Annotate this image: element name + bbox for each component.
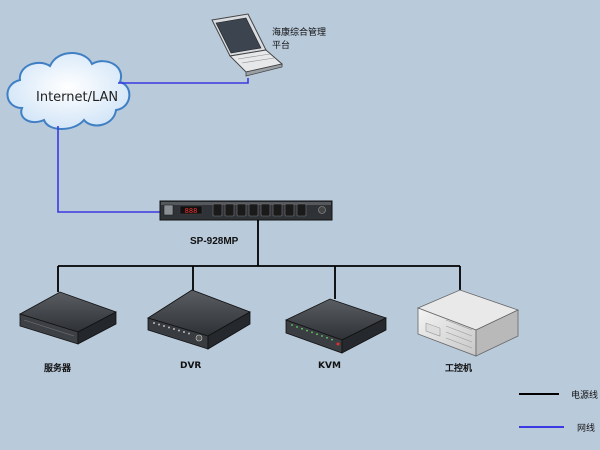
laptop-label: 海康综合管理平台 — [272, 28, 327, 51]
cloud-to-laptop-cable — [118, 78, 249, 84]
cloud-to-pdu-cable — [57, 126, 166, 213]
server-icon — [18, 291, 117, 345]
dvr-label: DVR — [180, 361, 202, 371]
pdu-network-port — [163, 204, 174, 216]
pdu-display-text: 888 — [185, 207, 198, 215]
network-cables — [57, 78, 249, 213]
kvm-icon — [284, 298, 388, 354]
legend-network-label: 网线 — [577, 424, 596, 434]
internet-cloud — [6, 52, 131, 130]
kvm-label: KVM — [318, 361, 341, 371]
power-cables — [57, 220, 461, 299]
server-label: 服务器 — [44, 364, 72, 374]
pdu-unit: 888 — [159, 200, 333, 221]
industrial-pc-label: 工控机 — [445, 364, 473, 374]
pdu-display — [179, 205, 203, 215]
industrial-pc-icon — [416, 289, 520, 357]
pdu-power-switch — [318, 206, 326, 214]
pdu-outlets — [212, 203, 307, 217]
cloud-label: Internet/LAN — [36, 90, 119, 105]
laptop-icon — [211, 13, 284, 77]
pdu-label: SP-928MP — [190, 236, 239, 247]
dvr-icon — [147, 289, 251, 350]
legend-power-label: 电源线 — [571, 391, 599, 401]
